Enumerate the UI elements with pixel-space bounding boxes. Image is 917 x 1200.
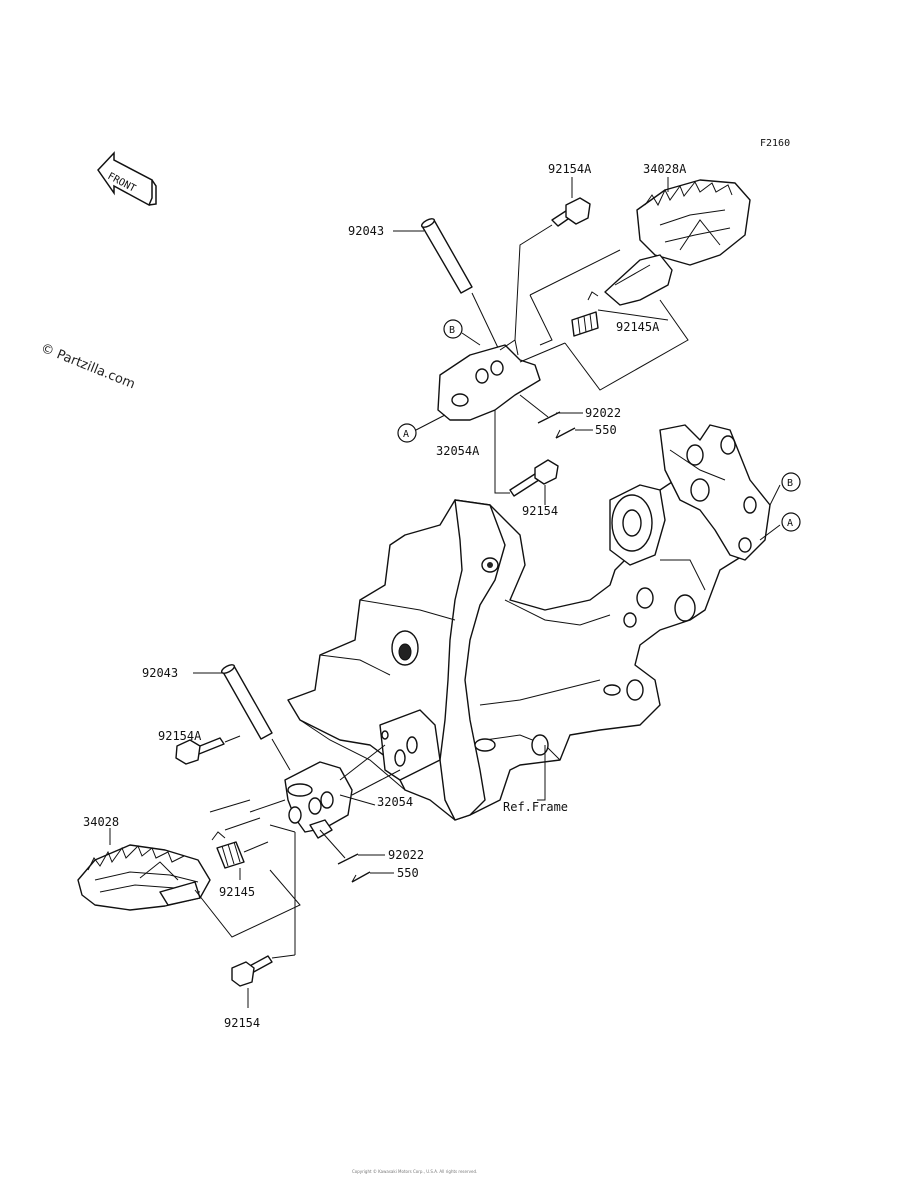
upper-pin-92043 — [420, 218, 473, 294]
upper-spring-92145A — [571, 291, 599, 337]
upper-label-34028A: 34028A — [643, 162, 687, 176]
lower-bolt-92154A — [175, 737, 225, 765]
ref-frame-label: Ref.Frame — [503, 800, 568, 814]
svg-text:B: B — [787, 478, 793, 489]
lower-washer-92022 — [337, 853, 359, 865]
front-arrow-icon: FRONT — [97, 151, 157, 207]
lower-spring-92145 — [211, 831, 269, 869]
svg-text:A: A — [787, 518, 793, 529]
upper-label-32054A: 32054A — [436, 444, 480, 458]
upper-cotter-550 — [555, 427, 576, 439]
watermark: © Partzilla.com — [39, 341, 138, 392]
frame-drawing — [287, 424, 771, 821]
lower-label-32054: 32054 — [377, 795, 413, 809]
callout-b-upper: B — [443, 319, 481, 346]
upper-label-92145A: 92145A — [616, 320, 660, 334]
upper-label-92154A: 92154A — [548, 162, 592, 176]
lower-bolt-92154 — [231, 955, 273, 987]
lower-label-92154: 92154 — [224, 1016, 260, 1030]
lower-footpeg-34028 — [77, 844, 211, 911]
footer-copyright: Copyright © Kawasaki Motors Corp., U.S.A… — [352, 1169, 477, 1174]
callout-a-frame: A — [759, 512, 801, 541]
lower-pin-92043 — [220, 664, 273, 740]
svg-text:B: B — [449, 325, 455, 336]
lower-bracket-32054 — [284, 761, 353, 839]
lower-label-92145: 92145 — [219, 885, 255, 899]
upper-label-92022: 92022 — [585, 406, 621, 420]
upper-peg-body — [604, 254, 673, 306]
upper-footpeg-34028A — [636, 179, 751, 266]
lower-label-92154A: 92154A — [158, 729, 202, 743]
callout-a-upper: A — [397, 414, 446, 443]
lower-label-34028: 34028 — [83, 815, 119, 829]
lower-label-550: 550 — [397, 866, 419, 880]
upper-washer-92022 — [537, 411, 561, 424]
upper-bolt-92154 — [509, 459, 559, 497]
upper-bracket-32054A — [437, 339, 541, 421]
callout-b-frame: B — [769, 472, 801, 506]
upper-label-92043: 92043 — [348, 224, 384, 238]
lower-label-92022: 92022 — [388, 848, 424, 862]
figure-code: F2160 — [760, 138, 790, 149]
upper-label-550: 550 — [595, 423, 617, 437]
svg-text:A: A — [403, 429, 409, 440]
upper-bolt-92154A — [551, 197, 591, 227]
lower-label-92043: 92043 — [142, 666, 178, 680]
upper-label-92154: 92154 — [522, 504, 558, 518]
lower-cotter-550 — [351, 871, 371, 883]
